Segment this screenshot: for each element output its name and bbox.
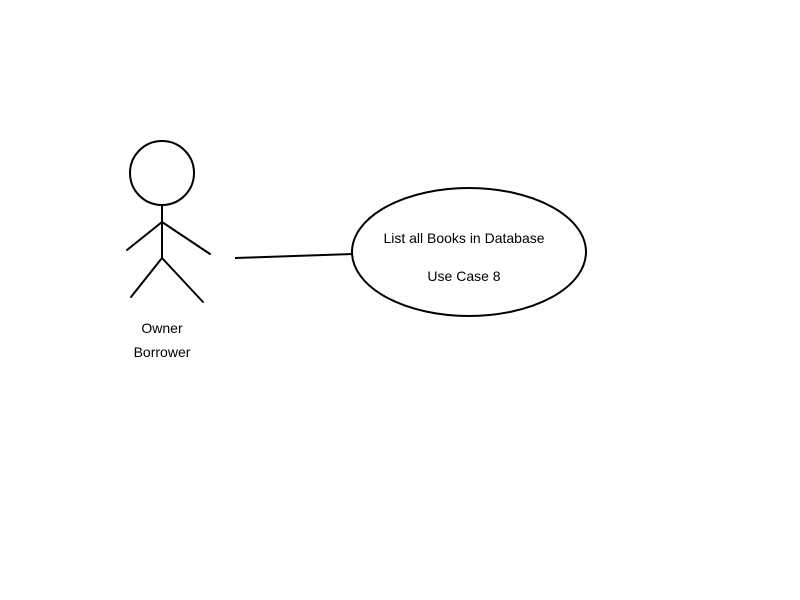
actor-stick-figure [126, 140, 211, 303]
actor-left-arm [126, 221, 163, 251]
actor-right-arm [161, 221, 211, 255]
actor-right-leg [161, 257, 204, 303]
actor-left-leg [130, 257, 163, 298]
use-case-id-label: Use Case 8 [427, 268, 501, 284]
actor-role-borrower: Borrower [133, 344, 191, 360]
use-case-title: List all Books in Database [383, 230, 545, 246]
actor-role-owner: Owner [141, 320, 183, 336]
association-line [234, 253, 354, 259]
use-case-ellipse [351, 187, 587, 317]
actor-head [129, 140, 195, 206]
